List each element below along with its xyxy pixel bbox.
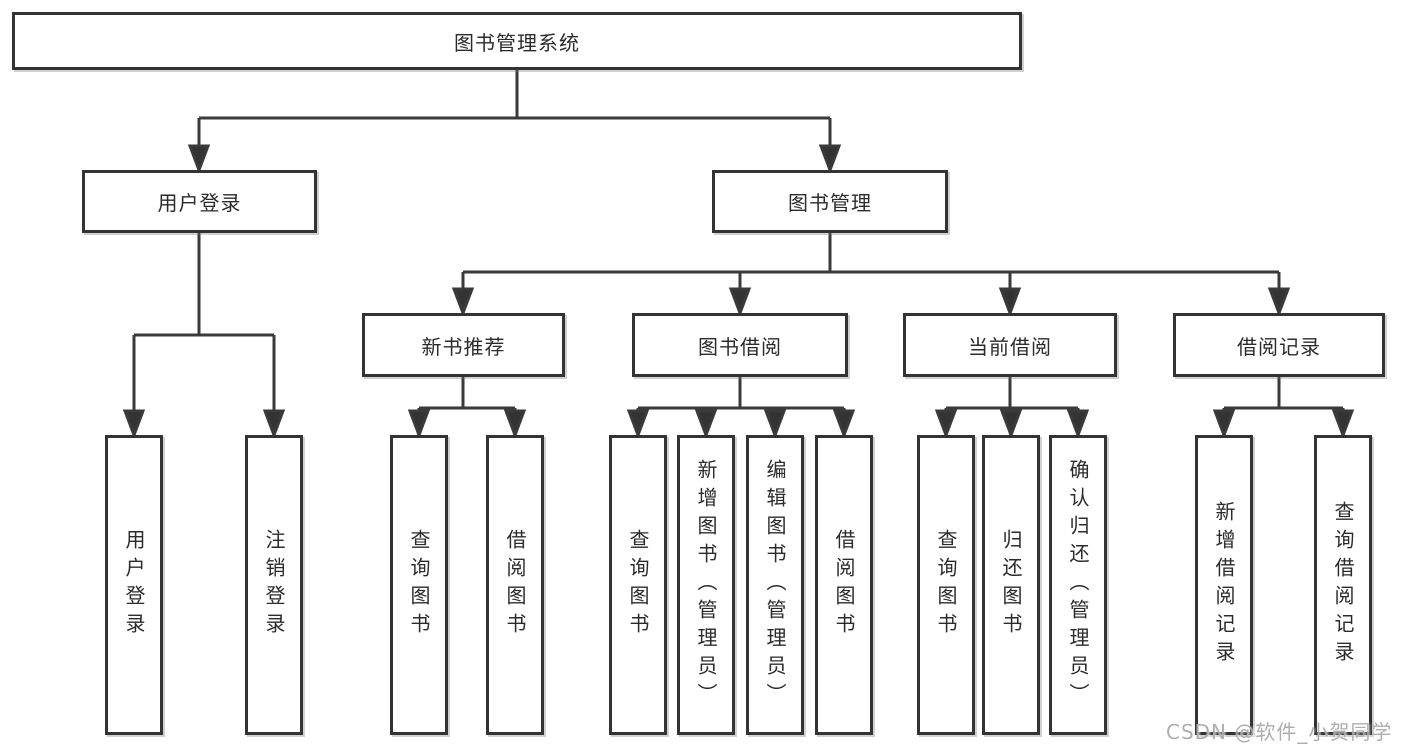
- node-user-login: 用户登录: [82, 170, 317, 233]
- connector-root-to-level2: [187, 70, 842, 175]
- node-book-management: 图书管理: [712, 170, 948, 233]
- node-current-borrow: 当前借阅: [903, 313, 1117, 377]
- connector-borrow-records-to-leaves: [1212, 377, 1355, 440]
- leaf-add-borrow-record: 新增借阅记录: [1195, 435, 1253, 735]
- arrowhead: [818, 144, 842, 175]
- arrowhead: [694, 409, 718, 440]
- leaf-borrow-books: 借阅图书: [815, 435, 873, 735]
- arrowhead: [187, 144, 211, 175]
- arrowhead: [1331, 409, 1355, 440]
- connector-book-borrow-to-leaves: [626, 377, 856, 440]
- arrowhead: [1212, 409, 1236, 440]
- arrowhead: [262, 409, 286, 440]
- node-new-book-recommend: 新书推荐: [362, 313, 565, 377]
- arrowhead: [451, 287, 475, 318]
- node-book-borrow: 图书借阅: [632, 313, 848, 377]
- arrowhead: [832, 409, 856, 440]
- arrowhead: [407, 409, 431, 440]
- arrowhead: [1267, 287, 1291, 318]
- leaf-borrow-books-newbook: 借阅图书: [486, 435, 544, 735]
- connector-current-borrow-to-leaves: [934, 377, 1090, 440]
- arrowhead: [728, 287, 752, 318]
- leaf-add-books-admin: 新增图书（管理员）: [677, 435, 735, 735]
- leaf-edit-books-admin: 编辑图书（管理员）: [746, 435, 804, 735]
- node-borrow-records: 借阅记录: [1173, 313, 1385, 377]
- leaf-query-borrow-record: 查询借阅记录: [1314, 435, 1372, 735]
- leaf-confirm-return-admin: 确认归还（管理员）: [1049, 435, 1107, 735]
- leaf-query-books-current: 查询图书: [917, 435, 975, 735]
- leaf-user-login: 用户登录: [105, 435, 163, 735]
- arrowhead: [998, 287, 1022, 318]
- csdn-watermark: CSDN @软件_小贺同学: [1166, 720, 1393, 744]
- arrowhead: [999, 409, 1023, 440]
- leaf-logout: 注销登录: [245, 435, 303, 735]
- arrowhead: [934, 409, 958, 440]
- connector-user-login-to-leaves: [122, 233, 286, 440]
- arrowhead: [503, 409, 527, 440]
- arrowhead: [122, 409, 146, 440]
- connector-book-management-to-level3: [451, 233, 1291, 318]
- node-library-management-system: 图书管理系统: [12, 12, 1022, 70]
- arrowhead: [626, 409, 650, 440]
- leaf-query-books-borrow: 查询图书: [609, 435, 667, 735]
- arrowhead: [1066, 409, 1090, 440]
- leaf-query-books-newbook: 查询图书: [390, 435, 448, 735]
- leaf-return-books: 归还图书: [982, 435, 1040, 735]
- connector-new-book-to-leaves: [407, 377, 527, 440]
- arrowhead: [763, 409, 787, 440]
